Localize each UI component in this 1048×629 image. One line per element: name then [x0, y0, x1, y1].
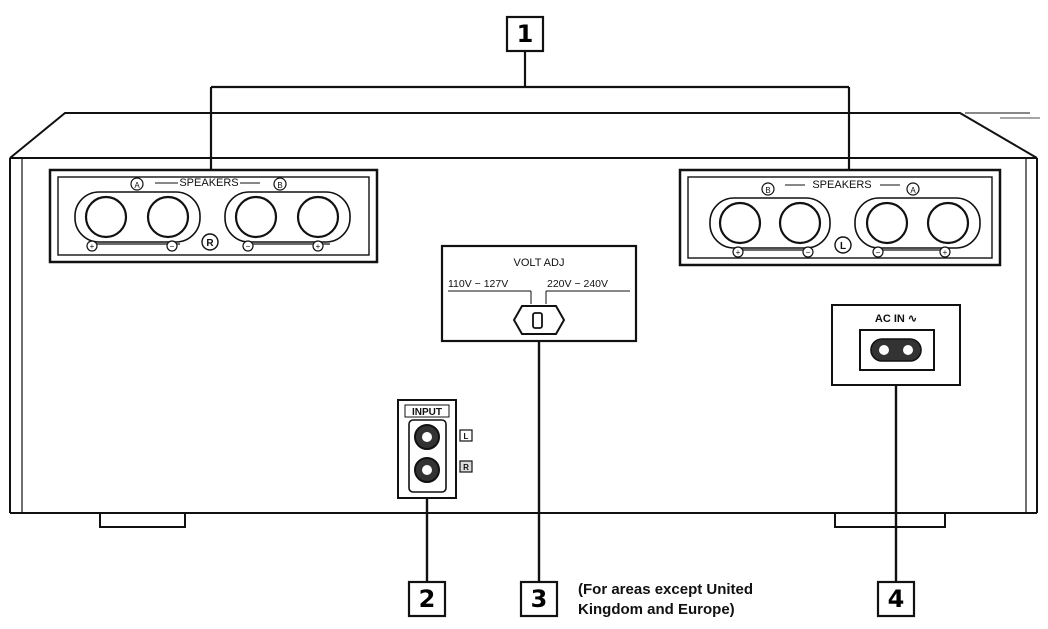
- callout-1-number: 1: [517, 20, 534, 48]
- callout-4: 4: [876, 580, 916, 618]
- polarity-plus: +: [90, 242, 95, 251]
- ac-in-label: AC IN ∿: [875, 313, 917, 325]
- volt-adj-label: VOLT ADJ: [514, 257, 565, 269]
- input-label: INPUT: [412, 407, 442, 418]
- callout-1: 1: [505, 15, 545, 53]
- volt-high-range: 220V − 240V: [547, 278, 608, 290]
- left-foot: [99, 512, 186, 528]
- right-terminal-a-minus[interactable]: [865, 201, 909, 245]
- polarity-minus: −: [246, 242, 251, 251]
- left-terminal-b-plus[interactable]: [296, 195, 340, 239]
- right-terminal-b-minus[interactable]: [778, 201, 822, 245]
- left-group-b-label: B: [277, 181, 282, 190]
- right-terminal-b-plus[interactable]: [718, 201, 762, 245]
- volt-low-range: 110V − 127V: [448, 278, 508, 290]
- ac-inlet-socket[interactable]: [870, 338, 922, 362]
- polarity-minus: −: [876, 248, 881, 257]
- polarity-plus: +: [316, 242, 321, 251]
- polarity-minus: −: [806, 248, 811, 257]
- input-channel-l: L: [464, 432, 469, 441]
- region-note-line-2: Kingdom and Europe): [578, 601, 735, 618]
- left-terminal-a-minus[interactable]: [146, 195, 190, 239]
- left-terminal-b-minus[interactable]: [234, 195, 278, 239]
- right-terminal-a-plus[interactable]: [926, 201, 970, 245]
- input-channel-r: R: [463, 463, 469, 472]
- right-group-a-label: A: [910, 186, 916, 195]
- callout-1-leader: [209, 50, 851, 170]
- callout-2-number: 2: [419, 585, 436, 613]
- right-foot: [834, 512, 946, 528]
- polarity-plus: +: [943, 248, 948, 257]
- right-speaker-terminal: SPEAKERS B A + − − + L: [678, 168, 1002, 267]
- callout-3-number: 3: [531, 585, 548, 613]
- region-note: (For areas except United Kingdom and Eur…: [578, 581, 753, 618]
- voltage-selector-switch[interactable]: [512, 305, 566, 335]
- left-speaker-terminal: SPEAKERS A B + − − + R: [48, 168, 379, 264]
- left-terminal-a-plus[interactable]: [84, 195, 128, 239]
- right-channel-label: L: [840, 241, 846, 252]
- callout-3: 3: [519, 580, 559, 618]
- input-jack-panel: INPUT L R: [397, 399, 473, 499]
- polarity-minus: −: [170, 242, 175, 251]
- ac-inlet-panel: AC IN ∿: [831, 304, 961, 386]
- region-note-line-1: (For areas except United: [578, 581, 753, 598]
- right-speakers-label: SPEAKERS: [812, 179, 871, 191]
- polarity-plus: +: [736, 248, 741, 257]
- cabinet: [9, 112, 1040, 528]
- left-group-a-label: A: [134, 181, 140, 190]
- callout-4-number: 4: [888, 585, 905, 613]
- right-group-b-label: B: [765, 186, 770, 195]
- left-channel-label: R: [206, 238, 214, 249]
- left-speakers-label: SPEAKERS: [179, 177, 238, 189]
- callout-2: 2: [407, 580, 447, 618]
- voltage-selector-panel: VOLT ADJ 110V − 127V 220V − 240V: [440, 244, 638, 343]
- cabinet-top-edge: [9, 112, 1038, 159]
